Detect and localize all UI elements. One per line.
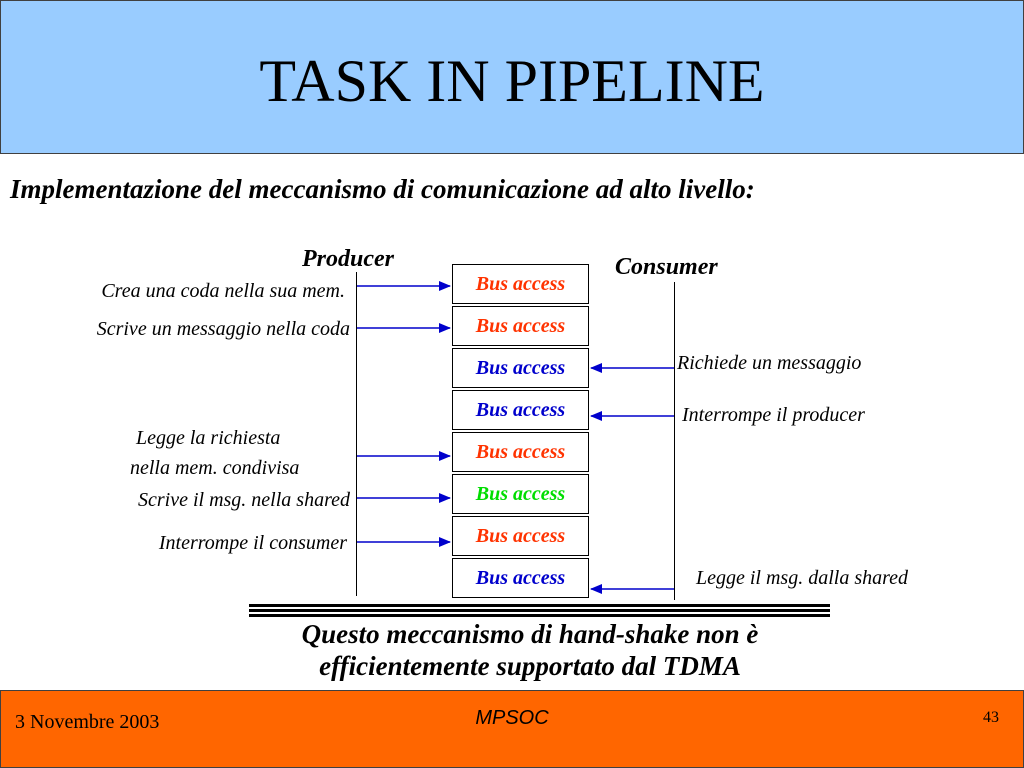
consumer-header: Consumer [615,254,718,280]
bus-access-label: Bus access [475,399,566,421]
producer-step-read-request-line1: Legge la richiesta [136,427,281,449]
consumer-step-request: Richiede un messaggio [677,352,862,374]
slide-number: 43 [983,709,999,726]
producer-step-create-queue: Crea una coda nella sua mem. [101,280,345,302]
bus-access-box: Bus access [452,432,589,472]
conclusion-note: Questo meccanismo di hand-shake non è ef… [230,618,830,682]
producer-header: Producer [302,246,394,272]
slide-title: TASK IN PIPELINE [259,48,765,114]
producer-step-write-shared: Scrive il msg. nella shared [137,489,350,511]
conclusion-line2: efficientemente supportato dal TDMA [319,651,741,681]
bus-access-box: Bus access [452,264,589,304]
footer-date: 3 Novembre 2003 [15,711,160,733]
divider-line [249,614,830,617]
slide-subtitle: Implementazione del meccanismo di comuni… [10,174,755,204]
consumer-step-interrupt-producer: Interrompe il producer [682,404,865,426]
bus-access-label: Bus access [475,567,566,589]
producer-timeline [356,272,357,596]
consumer-timeline [674,282,675,600]
footer-title: MPSOC [475,707,549,729]
bus-access-box: Bus access [452,306,589,346]
bus-access-box: Bus access [452,390,589,430]
producer-step-read-request-line2: nella mem. condivisa [130,457,300,479]
bus-access-box: Bus access [452,558,589,598]
bus-access-label: Bus access [475,357,566,379]
divider-line [249,604,830,607]
bus-access-label: Bus access [475,315,566,337]
bus-access-box: Bus access [452,516,589,556]
divider-line [249,609,830,612]
bus-access-label: Bus access [475,483,566,505]
footer-bar: 3 Novembre 2003 MPSOC 43 [0,690,1024,768]
bus-access-box: Bus access [452,474,589,514]
bus-access-stack: Bus access Bus access Bus access Bus acc… [452,264,589,600]
conclusion-line1: Questo meccanismo di hand-shake non è [301,619,759,649]
bus-access-label: Bus access [475,525,566,547]
consumer-step-read-shared: Legge il msg. dalla shared [696,567,909,589]
producer-step-write-message: Scrive un messaggio nella coda [96,318,350,340]
bus-access-label: Bus access [475,273,566,295]
bus-access-box: Bus access [452,348,589,388]
producer-step-interrupt-consumer: Interrompe il consumer [158,532,347,554]
bus-access-label: Bus access [475,441,566,463]
title-bar: TASK IN PIPELINE [0,0,1024,154]
